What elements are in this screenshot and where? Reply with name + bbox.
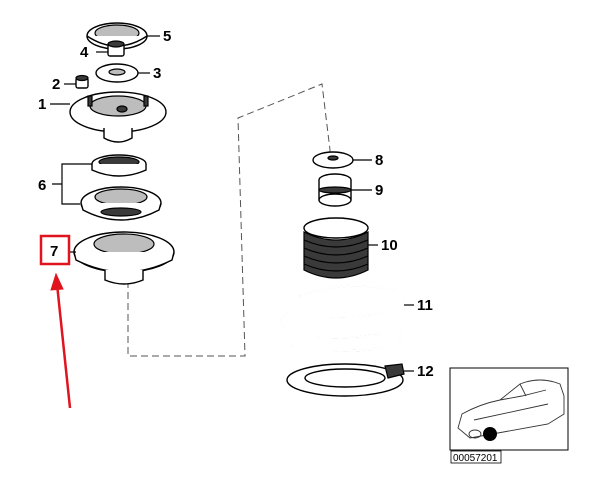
location-marker-icon xyxy=(483,427,497,441)
callout-6: 6 xyxy=(38,177,46,194)
assembly-dash-line xyxy=(127,83,331,357)
part-8-washer xyxy=(312,151,354,169)
part-2-small-nut xyxy=(75,74,89,89)
red-arrow-annotation xyxy=(50,272,72,409)
part-3-washer xyxy=(95,63,139,83)
callout-3: 3 xyxy=(153,65,161,82)
callout-1: 1 xyxy=(38,96,46,113)
callout-10: 10 xyxy=(381,237,398,254)
callout-11: 11 xyxy=(417,297,433,314)
part-9-bump-stop xyxy=(318,173,352,207)
part-10-dust-boot xyxy=(303,217,369,279)
part-6-bearing-ring xyxy=(91,154,147,177)
part-4-nut xyxy=(107,40,125,57)
part-11-coil-spring xyxy=(280,284,405,352)
part-5-cap xyxy=(86,22,148,50)
callout-2: 2 xyxy=(52,76,60,93)
callout-5: 5 xyxy=(163,28,171,45)
callout-7: 7 xyxy=(50,243,58,260)
callout-7-highlight-box xyxy=(39,234,71,266)
callout-4: 4 xyxy=(80,44,89,61)
car-location-thumbnail xyxy=(449,367,569,451)
callout-9: 9 xyxy=(375,182,383,199)
part-12-spring-pad xyxy=(286,363,405,397)
part-7-spring-seat xyxy=(73,231,175,285)
reference-code: 00057201 xyxy=(453,453,498,464)
part-6-bearing-seat xyxy=(80,186,162,221)
callout-8: 8 xyxy=(375,152,383,169)
callout-12: 12 xyxy=(417,363,434,380)
part-1-strut-mount xyxy=(69,91,167,143)
